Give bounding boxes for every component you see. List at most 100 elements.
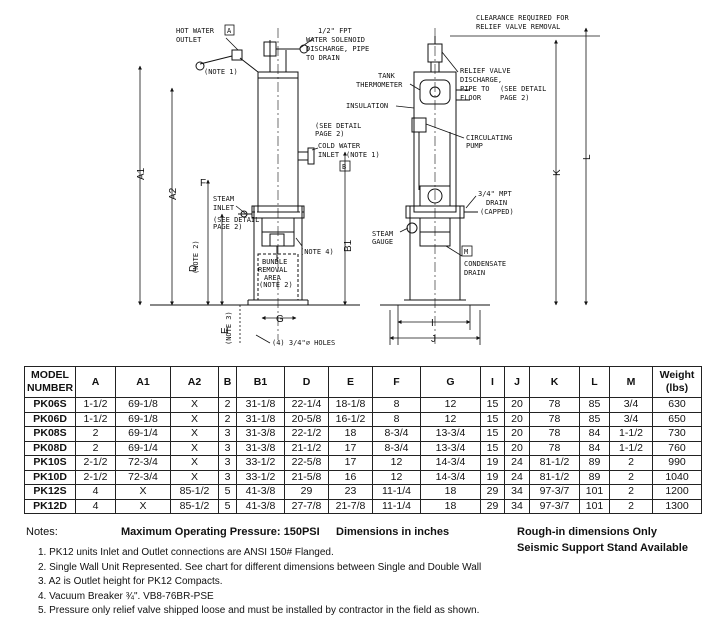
- drain-label-2: DRAIN: [486, 199, 507, 207]
- table-cell: 1040: [652, 469, 702, 485]
- table-cell: 2-1/2: [75, 455, 116, 471]
- table-cell: 4: [75, 498, 116, 514]
- table-cell: 12: [372, 455, 421, 471]
- bundle-label-1: BUNDLE: [262, 258, 287, 266]
- table-cell: 21-1/2: [284, 440, 329, 456]
- table-cell: 89: [579, 469, 610, 485]
- note-item: 2. Single Wall Unit Represented. See cha…: [38, 561, 482, 573]
- table-cell: 31-1/8: [236, 397, 285, 413]
- fpt-label-3: DISCHARGE, PIPE: [306, 45, 369, 53]
- outlet-label: OUTLET: [176, 36, 202, 44]
- dim-e: E: [220, 327, 231, 334]
- rough-in-text: Rough-in dimensions Only: [517, 526, 657, 538]
- table-cell: 85: [579, 411, 610, 427]
- table-cell: 3: [218, 426, 237, 442]
- dim-g: G: [276, 314, 284, 325]
- notes-header: Notes: Maximum Operating Pressure: 150PS…: [26, 526, 690, 540]
- table-cell: 31-1/8: [236, 411, 285, 427]
- dim-a2: A2: [168, 187, 179, 200]
- table-cell: X: [170, 397, 219, 413]
- model-number-cell: PK10D: [24, 469, 76, 485]
- table-cell: 69-1/4: [115, 426, 171, 442]
- table-cell: 33-1/2: [236, 469, 285, 485]
- column-header: G: [420, 366, 481, 398]
- table-cell: 78: [529, 440, 580, 456]
- table-cell: 8-3/4: [372, 440, 421, 456]
- table-cell: X: [170, 411, 219, 427]
- table-cell: 41-3/8: [236, 484, 285, 500]
- relief-label-3: PIPE TO: [460, 85, 490, 93]
- table-cell: 29: [480, 498, 505, 514]
- table-cell: 2: [609, 484, 653, 500]
- cold-water-label: COLD WATER: [318, 142, 361, 150]
- table-cell: 2: [609, 455, 653, 471]
- clearance-label-2: RELIEF VALVE REMOVAL: [476, 23, 560, 31]
- drain-label-3: (CAPPED): [480, 208, 514, 216]
- pump-label: PUMP: [466, 142, 483, 150]
- model-number-cell: PK12D: [24, 498, 76, 514]
- table-cell: 85: [579, 397, 610, 413]
- column-header: F: [372, 366, 421, 398]
- dim-f: F: [200, 178, 206, 189]
- box-a-label: A: [227, 27, 232, 35]
- hot-water-outlet-label: HOT WATER: [176, 27, 215, 35]
- table-cell: 27-7/8: [284, 498, 329, 514]
- table-cell: 3/4: [609, 397, 653, 413]
- note-2-label: (NOTE 2): [192, 240, 200, 274]
- table-cell: 69-1/4: [115, 440, 171, 456]
- front-view: [150, 28, 360, 340]
- note-1-label: (NOTE 1): [204, 68, 238, 76]
- column-header: A2: [170, 366, 219, 398]
- column-header: A: [75, 366, 116, 398]
- clearance-label-1: CLEARANCE REQUIRED FOR: [476, 14, 570, 22]
- notes-list: 1. PK12 units Inlet and Outlet connectio…: [38, 546, 481, 619]
- table-cell: 24: [504, 469, 530, 485]
- note-item: 1. PK12 units Inlet and Outlet connectio…: [38, 547, 334, 558]
- table-cell: 4: [75, 484, 116, 500]
- dim-d: D: [188, 265, 199, 272]
- steam-inlet-label: INLET: [213, 204, 235, 212]
- model-number-cell: PK06S: [24, 397, 76, 413]
- bundle-label-3: AREA: [264, 274, 282, 282]
- column-header: Weight(lbs): [652, 366, 702, 398]
- table-cell: X: [170, 455, 219, 471]
- column-header: D: [284, 366, 329, 398]
- box-b-label: B: [342, 163, 346, 171]
- side-view: [380, 28, 490, 345]
- table-cell: 13-3/4: [420, 440, 481, 456]
- column-header: A1: [115, 366, 171, 398]
- relief-label-4: FLOOR: [460, 94, 482, 102]
- table-cell: 41-3/8: [236, 498, 285, 514]
- table-cell: 2: [218, 411, 237, 427]
- table-cell: 72-3/4: [115, 455, 171, 471]
- column-header: L: [579, 366, 610, 398]
- dim-i: I: [431, 318, 434, 329]
- table-cell: 2: [75, 440, 116, 456]
- table-cell: 85-1/2: [170, 484, 219, 500]
- table-cell: 17: [328, 440, 373, 456]
- insulation-label: INSULATION: [346, 102, 388, 110]
- table-cell: 5: [218, 498, 237, 514]
- relief-label-3b: (SEE DETAIL: [500, 85, 546, 93]
- table-cell: 97-3/7: [529, 484, 580, 500]
- table-cell: 18: [420, 498, 481, 514]
- table-cell: 14-3/4: [420, 469, 481, 485]
- table-cell: 3: [218, 440, 237, 456]
- table-cell: 21-7/8: [328, 498, 373, 514]
- table-cell: 760: [652, 440, 702, 456]
- seismic-text: Seismic Support Stand Available: [517, 542, 688, 554]
- table-cell: X: [115, 498, 171, 514]
- see-detail-label-3: (SEE DETAIL: [213, 216, 259, 224]
- table-cell: 20: [504, 397, 530, 413]
- table-cell: 78: [529, 397, 580, 413]
- table-cell: 15: [480, 440, 505, 456]
- table-cell: 12: [420, 397, 481, 413]
- table-cell: X: [170, 469, 219, 485]
- table-cell: 14-3/4: [420, 455, 481, 471]
- relief-label-2: DISCHARGE,: [460, 76, 502, 84]
